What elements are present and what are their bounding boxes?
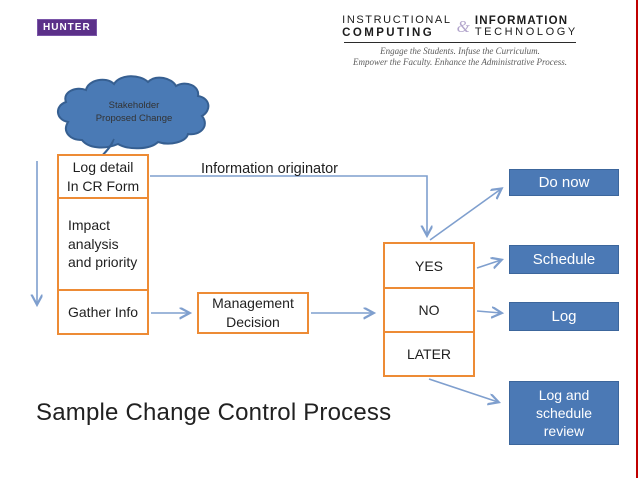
- icit-logo-divider: [344, 41, 576, 43]
- hunter-logo: HUNTER: [37, 19, 97, 36]
- icit-logo-right-column: INFORMATION TECHNOLOGY: [475, 15, 578, 39]
- icit-logo-wordmark: INSTRUCTIONAL COMPUTING & INFORMATION TE…: [342, 14, 578, 39]
- information-originator-label: Information originator: [201, 161, 339, 177]
- icit-logo-information: INFORMATION: [474, 15, 569, 27]
- icit-logo-computing: COMPUTING: [342, 26, 435, 39]
- box-gather-info: Gather Info: [57, 289, 149, 335]
- icit-tagline-1: Engage the Students. Infuse the Curricul…: [380, 45, 540, 56]
- icit-logo-taglines: Engage the Students. Infuse the Curricul…: [344, 46, 576, 69]
- box-management-decision: Management Decision: [197, 292, 309, 334]
- box-do-now: Do now: [509, 169, 619, 196]
- box-log-detail: Log detail In CR Form: [57, 154, 149, 199]
- box-later: LATER: [383, 331, 475, 377]
- box-no: NO: [383, 287, 475, 333]
- box-impact-analysis: Impact analysis and priority: [57, 197, 149, 291]
- arrow-no-to-log: [476, 311, 501, 313]
- arrow-yes-to-schedule: [476, 260, 501, 268]
- ampersand-glyph: &: [456, 16, 470, 36]
- slide-right-accent-line: [636, 0, 638, 478]
- arrow-later-to-review: [428, 378, 498, 402]
- box-log: Log: [509, 302, 619, 331]
- box-log-and-schedule-review: Log and schedule review: [509, 381, 619, 445]
- slide-title: Sample Change Control Process: [36, 399, 392, 426]
- cloud-stakeholder-label: Stakeholder Proposed Change: [95, 100, 173, 124]
- icit-tagline-2: Empower the Faculty. Enhance the Adminis…: [353, 56, 567, 67]
- icit-logo: INSTRUCTIONAL COMPUTING & INFORMATION TE…: [342, 14, 578, 69]
- icit-logo-left-column: INSTRUCTIONAL COMPUTING: [342, 14, 452, 39]
- icit-logo-instructional: INSTRUCTIONAL: [342, 14, 452, 26]
- icit-logo-technology: TECHNOLOGY: [474, 26, 578, 39]
- arrow-yes-to-do-now: [429, 189, 501, 241]
- arrow-information-originator: [150, 175, 427, 235]
- box-schedule: Schedule: [509, 245, 619, 274]
- box-yes: YES: [383, 242, 475, 289]
